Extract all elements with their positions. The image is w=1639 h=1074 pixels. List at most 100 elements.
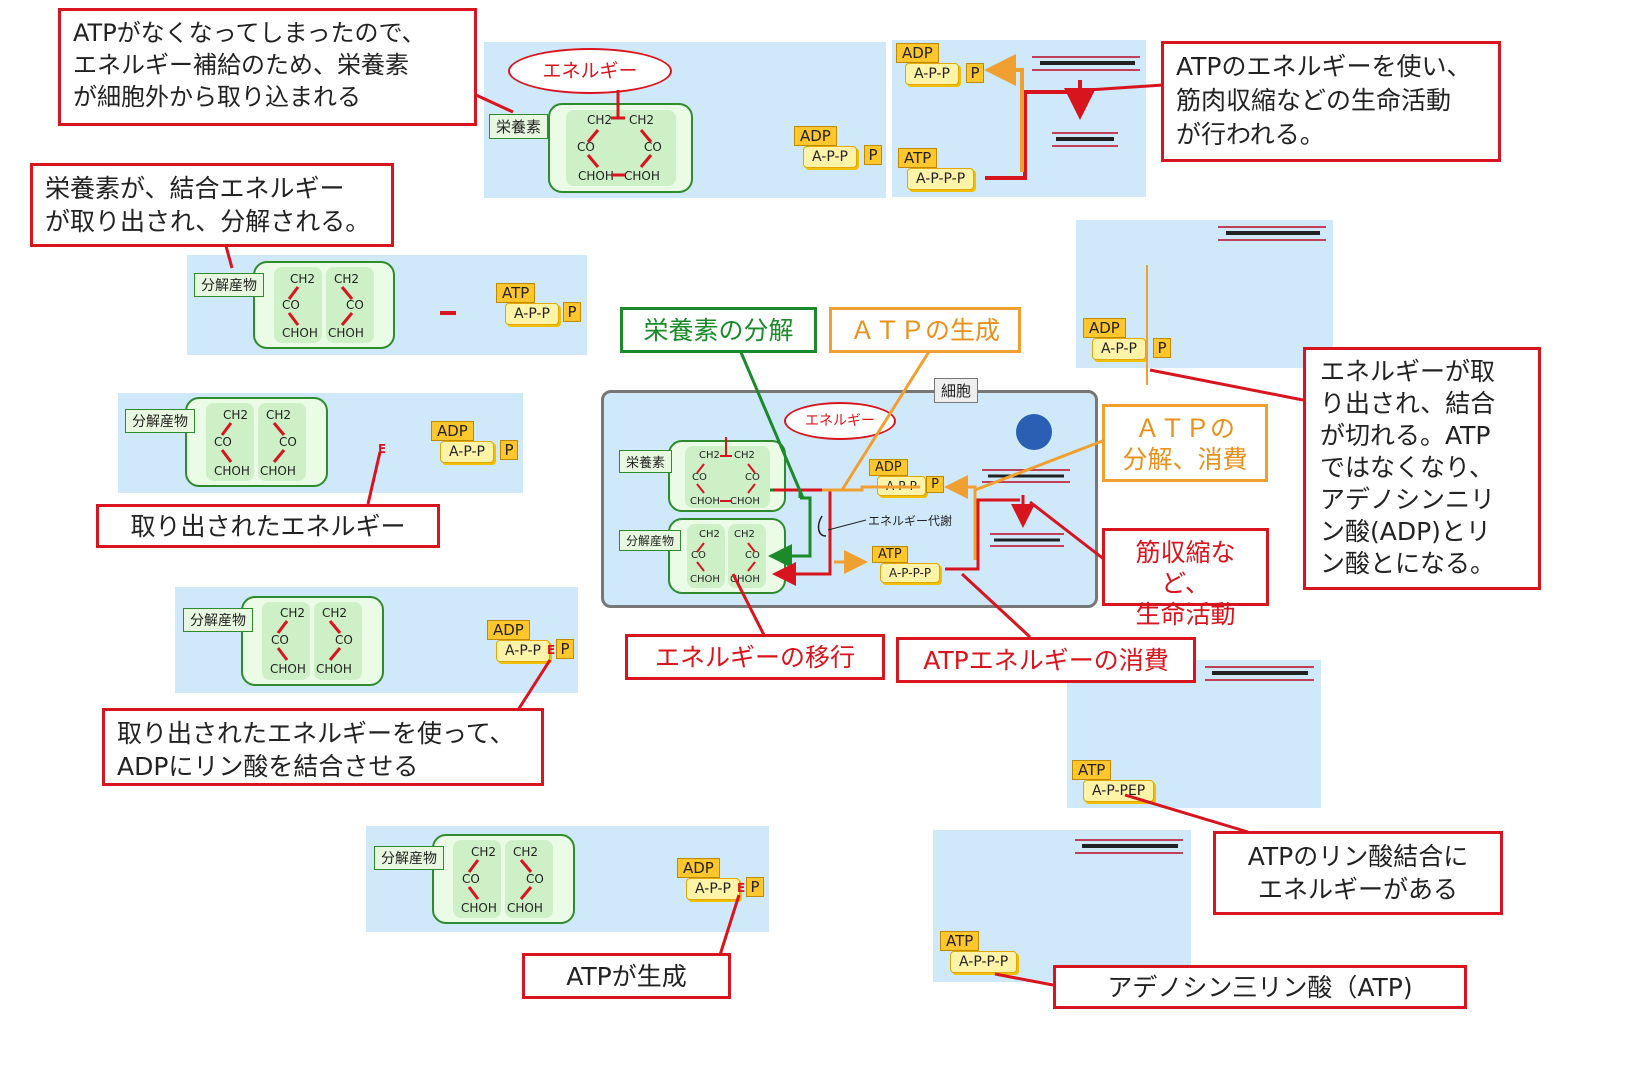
cell-orange-top — [822, 485, 920, 492]
cell-metabolism-mark — [817, 515, 827, 537]
generated-ch2-right: CH2 — [513, 845, 539, 859]
decompose-bonds — [287, 286, 354, 326]
attach-adp-chain: A-P-P — [496, 640, 550, 662]
intake-co-right: CO — [644, 140, 662, 154]
decompose-energy-mark — [440, 311, 456, 315]
attach-co-right: CO — [335, 633, 353, 647]
attach-ch2-left: CH2 — [280, 606, 306, 620]
cell-energy-bubble: エネルギー — [784, 402, 896, 440]
decompose-co-left: CO — [282, 298, 300, 312]
decompose-p: P — [563, 302, 581, 322]
cell-metabolism-pointer — [827, 519, 867, 531]
cell-nutrient-label: 栄養素 — [619, 450, 673, 473]
release-p: P — [1153, 338, 1171, 358]
extracted-product-label: 分解産物 — [125, 409, 195, 433]
intake-energy-bubble: エネルギー — [508, 48, 672, 94]
extracted-p: P — [500, 440, 518, 460]
generated-co-right: CO — [526, 872, 544, 886]
cell-product-ch2-right: CH2 — [734, 529, 755, 540]
callout-atp-bond: ATPのリン酸結合に エネルギーがある — [1213, 831, 1503, 915]
release-adp-chain: A-P-P — [1092, 338, 1146, 360]
decompose-ring-right — [326, 267, 374, 343]
use-p: P — [966, 63, 984, 83]
decompose-ring-left — [274, 267, 322, 343]
muscle-fiber-top — [1032, 56, 1140, 147]
cell-product-co-left: CO — [691, 550, 706, 561]
generated-p: P — [746, 877, 764, 897]
generated-ring-right — [505, 840, 553, 918]
generated-e-mark: E — [737, 881, 746, 895]
attach-co-left: CO — [271, 633, 289, 647]
cell-red-path — [945, 498, 1020, 571]
cell-nutrient-ch2-right: CH2 — [734, 450, 755, 461]
extracted-ring-left — [206, 403, 254, 481]
callout-atp-energy-consume: ATPエネルギーの消費 — [896, 637, 1196, 683]
callout-atp-generation: ＡＴＰの生成 — [829, 307, 1021, 353]
decompose-atp-tag: ATP — [496, 283, 536, 303]
decompose-ch2-right: CH2 — [334, 272, 360, 286]
pointer-atp-consumption — [974, 438, 1106, 492]
intake-p: P — [864, 145, 882, 165]
callout-life-activity: 筋収縮など、 生命活動 — [1102, 528, 1269, 629]
decompose-ch2-left: CH2 — [290, 272, 316, 286]
generated-ring-left — [453, 840, 501, 918]
callout-atp-consumption: ＡＴＰの 分解、消費 — [1102, 404, 1268, 482]
pointer-nutrient-decomp — [738, 349, 805, 499]
generated-choh-right: CHOH — [507, 901, 543, 915]
cell-atp-tag: ATP — [872, 546, 908, 563]
cell-atp-chain: A-P-P-P — [880, 563, 941, 583]
extracted-adp-tag: ADP — [431, 421, 474, 441]
extracted-ring-right — [258, 403, 306, 481]
cell-product-choh-right: CHOH — [730, 574, 760, 585]
muscle-fiber-bond — [1205, 666, 1314, 681]
generated-bonds — [467, 859, 533, 900]
extracted-ch2-left: CH2 — [223, 408, 249, 422]
callout-atp-name: アデノシン三リン酸（ATP) — [1053, 965, 1467, 1009]
cell-bonds — [696, 437, 756, 572]
cell-red-arrow — [772, 488, 832, 586]
generated-co-left: CO — [462, 872, 480, 886]
attach-e-mark: E — [547, 643, 556, 657]
callout-release: エネルギーが取 り出され、結合 が切れる。ATP ではなくなり、 アデノシンニリ… — [1303, 347, 1541, 590]
cell-nutrient-ch2-left: CH2 — [699, 450, 720, 461]
attach-choh-left: CHOH — [270, 662, 306, 676]
cell-nutrient-co-left: CO — [692, 472, 707, 483]
cell-product-co-right: CO — [745, 550, 760, 561]
callout-energy-transfer: エネルギーの移行 — [625, 634, 885, 680]
intake-adp-tag: ADP — [794, 126, 837, 146]
use-orange-path — [984, 54, 1024, 172]
cell-metabolism-label: エネルギー代謝 — [868, 514, 953, 528]
intake-choh-right: CHOH — [624, 169, 660, 183]
use-atp-tag: ATP — [898, 148, 938, 168]
intake-ch2-left: CH2 — [587, 113, 613, 127]
use-red-path — [985, 90, 1068, 180]
extracted-bonds — [220, 422, 286, 463]
extracted-e-mark: E — [378, 442, 387, 456]
intake-ch2-right: CH2 — [629, 113, 655, 127]
cell-label: 細胞 — [934, 378, 979, 403]
molecule-atp-chain: A-P-P-P — [950, 951, 1018, 973]
decompose-co-right: CO — [346, 298, 364, 312]
bond-atp-chain: A-P-PEP — [1083, 780, 1155, 802]
decompose-choh-right: CHOH — [328, 326, 364, 340]
cell-adp-p: P — [926, 476, 944, 493]
release-adp-tag: ADP — [1083, 318, 1126, 338]
cell-product-label: 分解産物 — [619, 530, 682, 551]
cell-green-arrow — [768, 496, 812, 568]
cell-orange-return — [944, 475, 977, 560]
decompose-adp-chain: A-P-P — [505, 303, 559, 325]
muscle-fiber-molecule — [1075, 839, 1183, 854]
intake-adp-chain: A-P-P — [803, 146, 857, 168]
callout-extracted: 取り出されたエネルギー — [96, 504, 440, 548]
cell-nucleus — [1016, 414, 1052, 450]
callout-nutrient-decomp: 栄養素の分解 — [620, 307, 817, 353]
generated-choh-left: CHOH — [461, 901, 497, 915]
attach-adp-tag: ADP — [487, 620, 530, 640]
generated-adp-chain: A-P-P — [686, 878, 740, 900]
cell-nutrient-choh-right: CHOH — [730, 496, 760, 507]
pointer-atp-generation — [840, 349, 932, 491]
cell-nutrient-co-right: CO — [745, 472, 760, 483]
generated-product-label: 分解産物 — [374, 846, 444, 870]
cell-product-ring-left — [687, 524, 725, 588]
